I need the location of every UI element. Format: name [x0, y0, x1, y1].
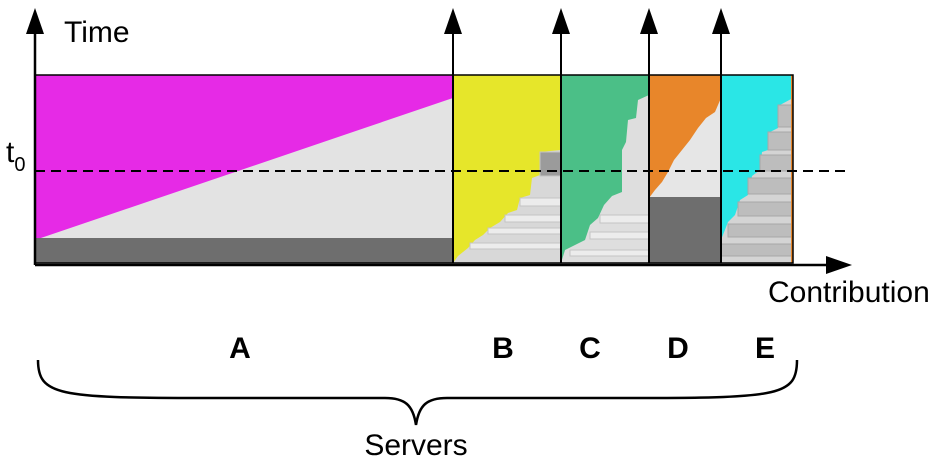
- server-dividers: [452, 30, 722, 263]
- server-d-base: [649, 197, 721, 263]
- x-axis-label: Contribution: [768, 276, 930, 309]
- server-e-block: [721, 75, 793, 263]
- servers-brace: [36, 359, 799, 426]
- server-a-block: [35, 75, 453, 263]
- server-b-block: [453, 75, 561, 263]
- x-axis-arrowhead: [826, 256, 852, 274]
- server-label-b: B: [492, 332, 514, 365]
- arrowhead-divider-d-e: [712, 8, 730, 34]
- server-a-base: [35, 238, 453, 263]
- server-label-c: C: [579, 332, 601, 365]
- servers-label: Servers: [364, 429, 467, 462]
- y-axis-label: Time: [64, 16, 130, 49]
- server-label-a: A: [229, 332, 251, 365]
- server-b-steps: [453, 150, 561, 263]
- y-axis-arrowhead: [26, 8, 44, 34]
- server-d-block: [649, 75, 721, 263]
- server-d-steps: [649, 98, 721, 198]
- arrowhead-divider-a-b: [444, 8, 462, 34]
- server-label-e: E: [755, 332, 775, 365]
- t0-label: t0: [6, 136, 25, 176]
- server-label-d: D: [667, 332, 689, 365]
- divider-arrowheads: [444, 8, 730, 34]
- server-a-fill: [35, 75, 453, 240]
- arrowhead-divider-b-c: [552, 8, 570, 34]
- arrowhead-divider-c-d: [640, 8, 658, 34]
- server-c-block: [561, 75, 649, 263]
